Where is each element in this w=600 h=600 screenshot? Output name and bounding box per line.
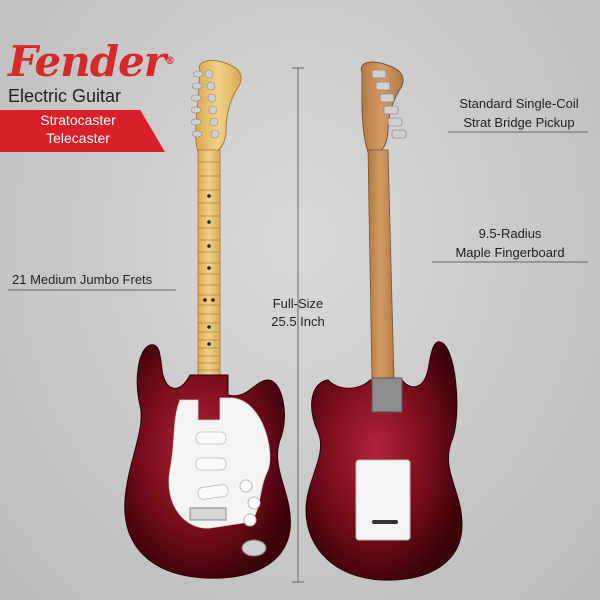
callout-scale-line2: 25.5 Inch xyxy=(271,314,325,329)
callout-fingerboard-line1: 9.5-Radius xyxy=(478,226,542,241)
product-title: Electric Guitar xyxy=(8,86,122,106)
model-telecaster: Telecaster xyxy=(46,130,110,146)
callout-pickup-line1: Standard Single-Coil xyxy=(459,96,579,111)
callout-fingerboard-line2: Maple Fingerboard xyxy=(455,245,565,260)
fender-logo: Fender® xyxy=(8,37,175,86)
back-guitar xyxy=(305,61,463,581)
model-banner xyxy=(0,110,165,152)
callout-scale-line1: Full-Size xyxy=(272,296,324,311)
front-guitar xyxy=(124,59,291,579)
callout-pickup-line2: Strat Bridge Pickup xyxy=(463,115,575,130)
model-stratocaster: Stratocaster xyxy=(40,112,116,128)
callout-frets: 21 Medium Jumbo Frets xyxy=(12,272,153,287)
